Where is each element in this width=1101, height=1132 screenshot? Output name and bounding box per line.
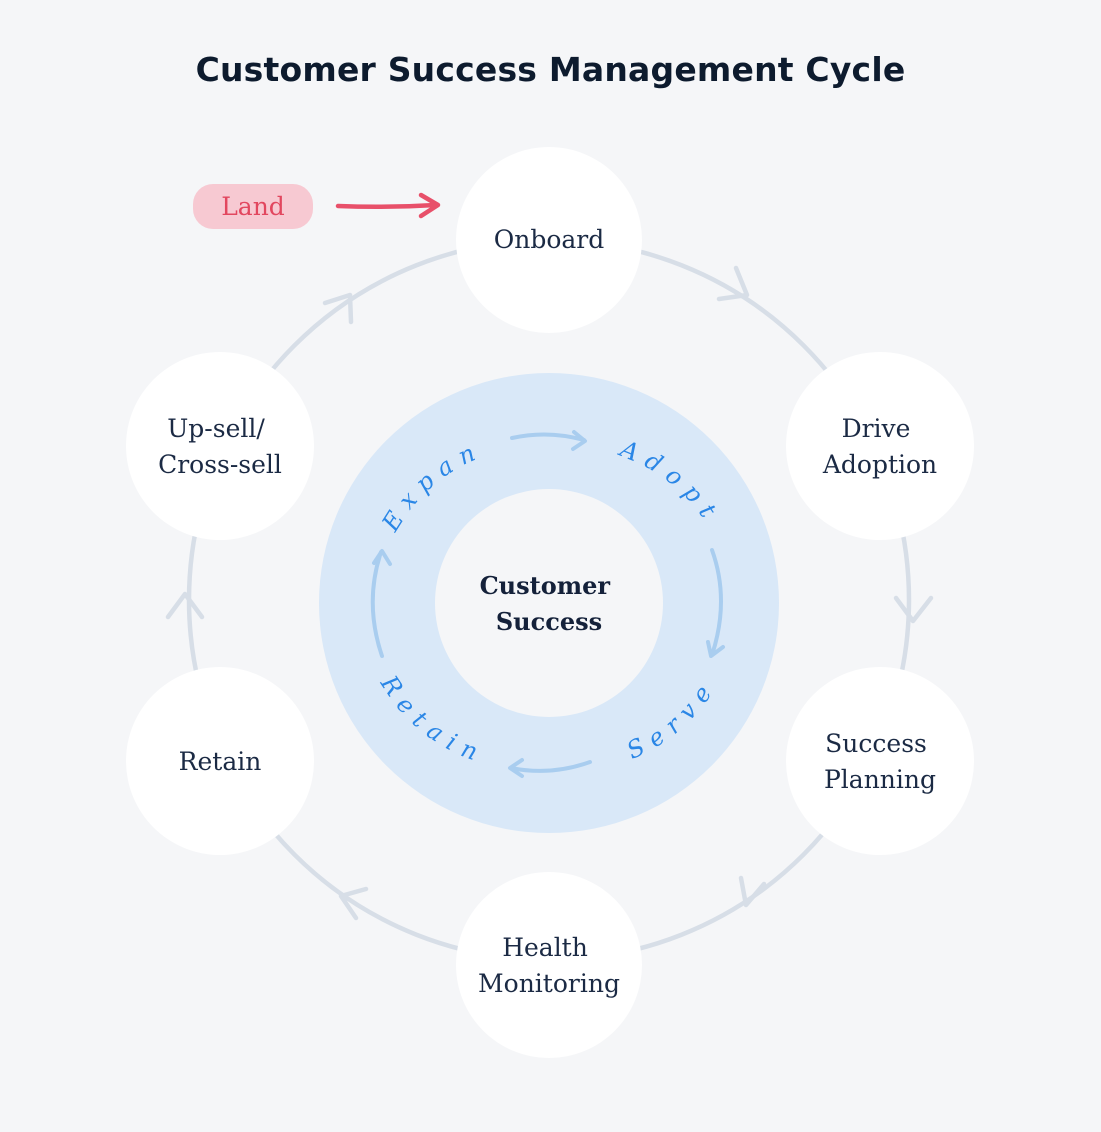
svg-text:Onboard: Onboard (494, 225, 605, 254)
land-arrow (335, 192, 441, 219)
svg-text:Retain: Retain (179, 747, 262, 776)
diagram-title: Customer Success Management Cycle (195, 50, 906, 89)
svg-text:Up-sell/ Cross-sell: Up-sell/ Cross-sell (158, 414, 282, 479)
svg-text:Drive Adoption: Drive Adoption (822, 414, 937, 479)
center-circle (435, 489, 663, 717)
node-onboard: Onboard (456, 147, 642, 333)
center-label: Customer Success (480, 571, 619, 636)
cycle-arrow-chevron (165, 591, 205, 620)
node-upsell-crosssell: Up-sell/ Cross-sell (126, 352, 314, 540)
land-label: Land (221, 192, 285, 221)
inner-arrow-serve-retain (509, 760, 592, 773)
node-retain: Retain (126, 667, 314, 855)
cycle-arrow-chevron (322, 292, 354, 325)
svg-text:Health Monitoring: Health Monitoring (478, 933, 620, 998)
inner-arrow-head (508, 758, 524, 778)
node-drive-adoption: Drive Adoption (786, 352, 974, 540)
inner-arrow-head (571, 430, 587, 451)
inner-arrow-head (372, 549, 392, 566)
inner-arrow-adopt-serve (710, 548, 723, 657)
inner-arrow-retain-expand (370, 550, 384, 658)
cycle-arrow-chevron (338, 886, 369, 921)
inner-arrow-head (706, 640, 725, 658)
cycle-arrow-chevron (893, 595, 934, 624)
node-health-monitoring: Health Monitoring (456, 872, 642, 1058)
svg-text:Success Planning: Success Planning (824, 729, 936, 794)
cycle-arrow-chevron (738, 875, 767, 908)
land-badge: Land (193, 184, 313, 229)
node-success-planning: Success Planning (786, 667, 974, 855)
cycle-arrow-chevron (716, 265, 750, 302)
inner-arrow-expand-adopt (510, 432, 586, 442)
